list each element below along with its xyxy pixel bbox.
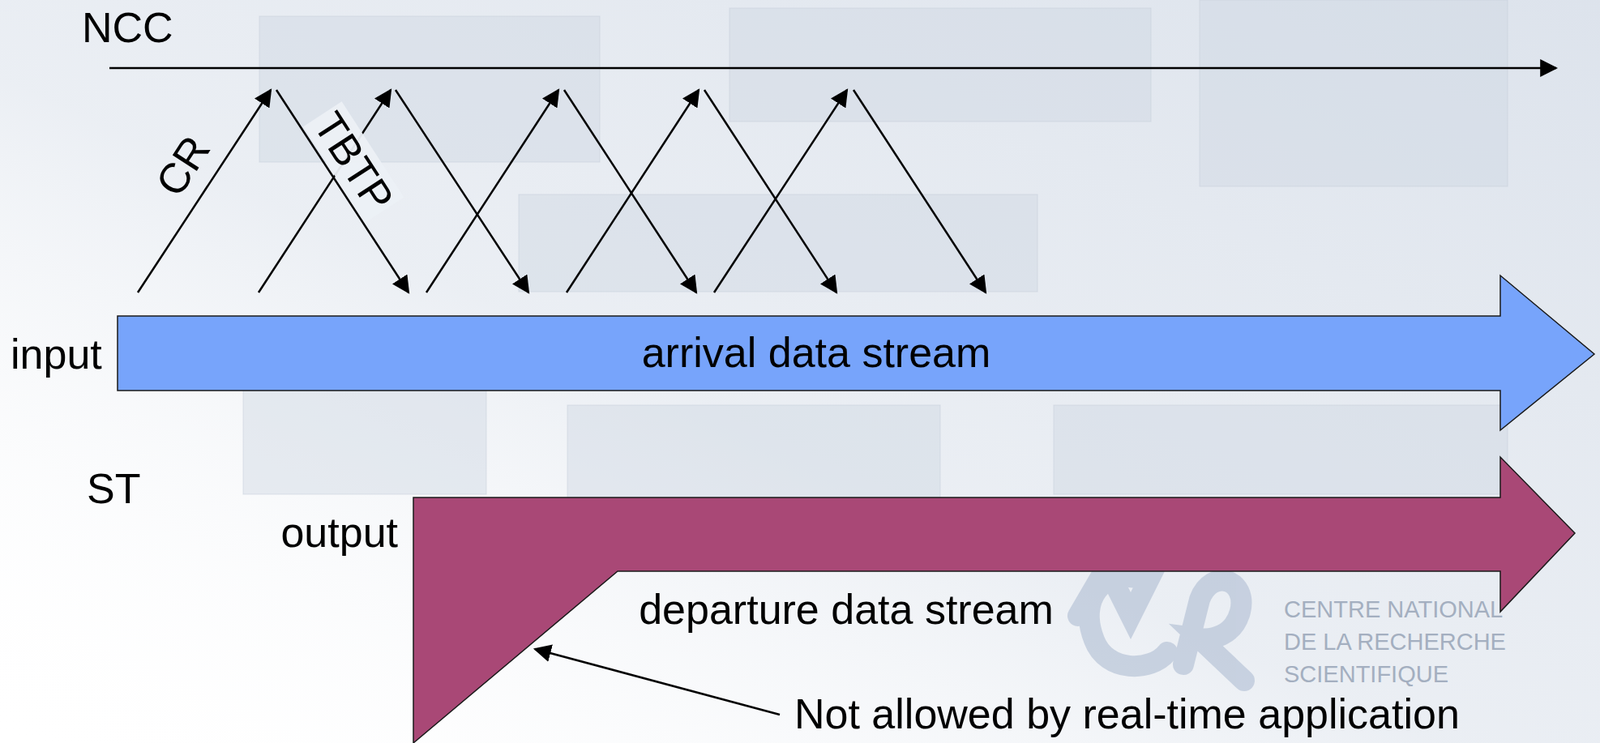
annotation-note: Not allowed by real-time application xyxy=(794,691,1460,738)
stream-label: departure data stream xyxy=(638,586,1054,634)
building-block xyxy=(1199,0,1508,187)
watermark-text: DE LA RECHERCHE xyxy=(1283,629,1506,656)
axis-label: NCC xyxy=(81,4,174,52)
cnrs-logo xyxy=(1078,567,1245,681)
building-block xyxy=(729,8,1151,122)
building-block xyxy=(518,194,1038,292)
tbtp-arrow xyxy=(853,89,986,293)
signalling-arrows xyxy=(137,89,986,293)
axis-label: input xyxy=(10,331,103,378)
logo-stroke xyxy=(1078,567,1156,617)
cr-arrow xyxy=(137,89,271,293)
tbtp-arrow xyxy=(395,89,529,293)
band-outline xyxy=(117,275,1595,431)
cr-arrow xyxy=(714,89,848,293)
stream-label: arrival data stream xyxy=(641,329,992,377)
building-silhouettes xyxy=(243,0,1508,511)
data-stream-band: arrival data stream xyxy=(117,275,1595,431)
ncc-time-axis xyxy=(109,67,1557,70)
band-shape xyxy=(413,457,1575,743)
building-block xyxy=(243,380,487,495)
building-block xyxy=(1053,405,1508,495)
axis-label: ST xyxy=(86,466,141,513)
logo-stroke xyxy=(1183,580,1245,681)
watermark-text: SCIENTIFIQUE xyxy=(1283,662,1449,689)
cr-arrow xyxy=(566,89,699,293)
band-shape xyxy=(117,275,1595,431)
tbtp-arrow xyxy=(564,89,697,293)
cr-arrow xyxy=(426,89,559,293)
tbtp-arrow xyxy=(276,89,409,293)
building-block xyxy=(567,405,941,511)
tbtp-arrow xyxy=(704,89,837,293)
axis-label: output xyxy=(280,509,398,557)
annotation-pointer xyxy=(534,649,780,715)
watermark-text: CENTRE NATIONAL xyxy=(1283,597,1503,624)
